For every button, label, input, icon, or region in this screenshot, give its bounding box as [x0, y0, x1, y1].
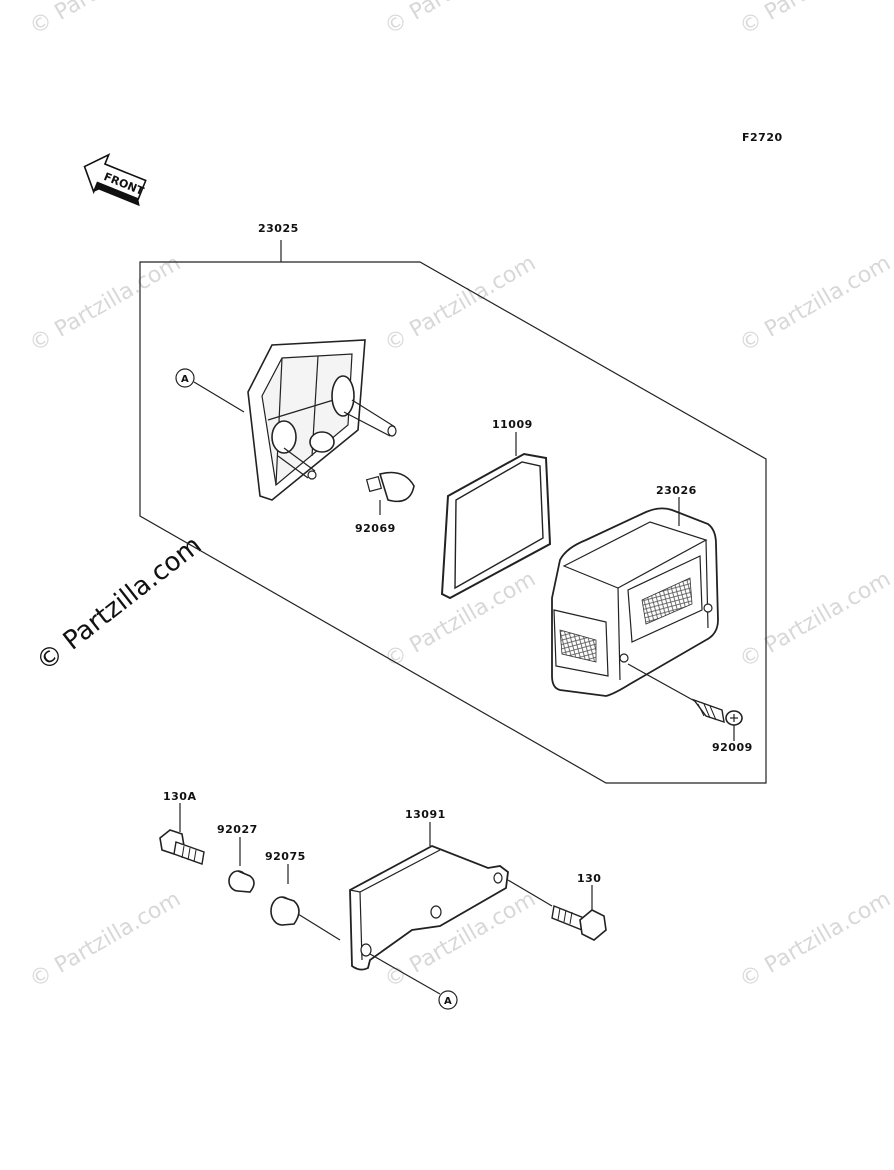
callout-a-top: A: [175, 368, 245, 413]
watermark: © Partzilla.com: [26, 251, 186, 358]
part-label-23026: 23026: [656, 484, 697, 497]
part-label-13091: 13091: [405, 808, 446, 821]
callout-a-bottom: A: [369, 953, 458, 1010]
assembly-outline: [139, 240, 767, 784]
part-label-92075: 92075: [265, 850, 306, 863]
watermark: © Partzilla.com: [736, 0, 894, 40]
part-label-92027: 92027: [217, 823, 258, 836]
bolt-130A: [159, 803, 205, 865]
bracket-13091: [349, 822, 553, 971]
part-label-92069: 92069: [355, 522, 396, 535]
side-watermark: © Partzilla.com: [31, 530, 208, 677]
part-label-23025: 23025: [258, 222, 299, 235]
watermark: © Partzilla.com: [381, 0, 541, 40]
watermark: © Partzilla.com: [381, 567, 541, 674]
svg-text:A: A: [181, 374, 189, 385]
part-label-92009: 92009: [712, 741, 753, 754]
part-label-130A: 130A: [163, 790, 196, 803]
bulb-92069: [365, 471, 415, 515]
watermark: © Partzilla.com: [26, 0, 186, 40]
part-label-130: 130: [577, 872, 601, 885]
bolt-130: [551, 885, 607, 941]
front-arrow-icon: FRONT: [83, 153, 147, 207]
watermark: © Partzilla.com: [381, 251, 541, 358]
watermark-layer: © Partzilla.com © Partzilla.com © Partzi…: [26, 0, 894, 993]
part-label-11009: 11009: [492, 418, 533, 431]
collar-92027: [228, 837, 255, 893]
watermark: © Partzilla.com: [26, 887, 186, 994]
gasket-11009: [440, 432, 552, 600]
lamp-base: [247, 339, 397, 501]
figure-code: F2720: [742, 131, 783, 144]
svg-text:A: A: [444, 996, 452, 1007]
watermark: © Partzilla.com: [736, 567, 894, 674]
lens-23026: [551, 497, 719, 697]
screw-92009: [627, 663, 743, 741]
watermark: © Partzilla.com: [736, 887, 894, 994]
grommet-92075: [270, 864, 341, 941]
watermark: © Partzilla.com: [736, 251, 894, 358]
